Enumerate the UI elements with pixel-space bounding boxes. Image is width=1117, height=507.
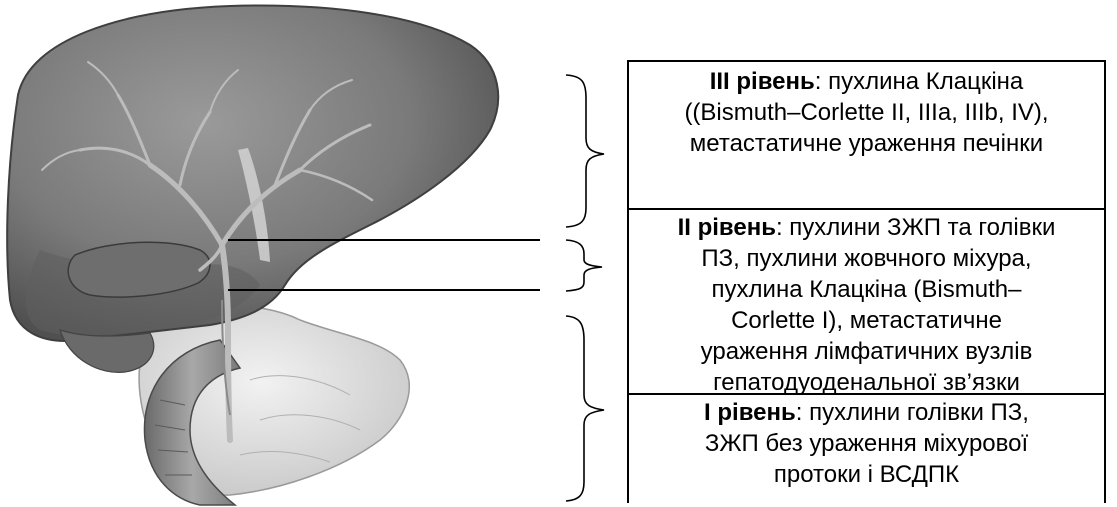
level-3-line-1: III рівень: пухлина Клацкіна: [635, 66, 1098, 97]
level-2-line-1: II рівень: пухлини ЗЖП та голівки: [635, 212, 1098, 243]
levels-table: III рівень: пухлина Клацкіна ((Bismuth–C…: [627, 60, 1106, 503]
liver-caudate-bulge: [60, 330, 154, 372]
level-2-text-1: : пухлини ЗЖП та голівки: [776, 214, 1055, 241]
liver-anatomy-illustration: [0, 0, 600, 507]
level-2-cell: II рівень: пухлини ЗЖП та голівки ПЗ, пу…: [629, 210, 1104, 395]
level-2-title: II рівень: [678, 214, 776, 241]
level-3-line-3: метастатичне ураження печінки: [635, 128, 1098, 159]
level-1-cell: I рівень: пухлини голівки ПЗ, ЗЖП без ур…: [629, 395, 1104, 503]
level-2-line-3: пухлина Клацкіна (Bismuth–: [635, 274, 1098, 305]
level-2-line-4: Corlette I), метастатичне: [635, 305, 1098, 336]
level-3-cell: III рівень: пухлина Клацкіна ((Bismuth–C…: [629, 62, 1104, 210]
level-3-line-2: ((Bismuth–Corlette II, IIIa, IIIb, IV),: [635, 97, 1098, 128]
level-2-line-2: ПЗ, пухлини жовчного міхура,: [635, 243, 1098, 274]
level-3-text-1: : пухлина Клацкіна: [815, 68, 1024, 95]
level-1-line-2: ЗЖП без ураження міхурової: [635, 428, 1098, 459]
level-1-line-3: протоки і ВСДПК: [635, 459, 1098, 490]
level-1-text-1: : пухлини голівки ПЗ,: [796, 399, 1029, 426]
level-3-title: III рівень: [710, 68, 815, 95]
level-1-line-1: I рівень: пухлини голівки ПЗ,: [635, 397, 1098, 428]
level-2-line-6: гепатодуоденальної зв’язки: [635, 367, 1098, 395]
level-2-line-5: ураження лімфатичних вузлів: [635, 336, 1098, 367]
level-1-title: I рівень: [704, 399, 796, 426]
